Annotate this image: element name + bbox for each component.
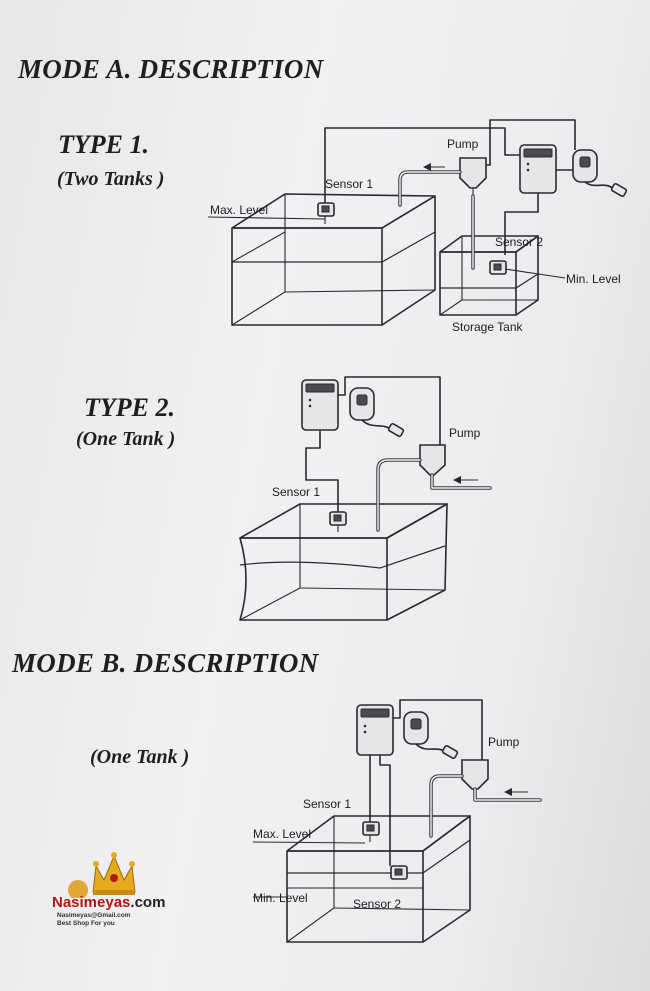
type-1-title: TYPE 1. <box>58 130 149 159</box>
pump <box>419 444 446 476</box>
tank <box>286 815 471 943</box>
sensor-2 <box>489 260 507 275</box>
watermark-logo: Nasimeyas.com Nasimeyas@Gmail.com Best S… <box>38 852 188 932</box>
storage-tank <box>439 235 539 316</box>
type-2-diagram: Pump Sensor 1 <box>239 376 492 621</box>
type-2-subtitle: (One Tank ) <box>76 428 176 450</box>
min-level-label: Min. Level <box>253 891 308 905</box>
type-1-diagram: Pump Sensor 1 Max. Level Sensor 2 Min. L… <box>207 119 628 334</box>
controller-box <box>356 704 394 756</box>
tank <box>239 503 448 621</box>
sensor-2 <box>390 865 408 880</box>
pump <box>459 157 487 196</box>
max-level-label: Max. Level <box>210 203 268 217</box>
type-1-subtitle: (Two Tanks ) <box>57 168 165 190</box>
sensor-1 <box>329 511 347 532</box>
sensor-1-label: Sensor 1 <box>272 485 320 499</box>
sensor-2-label: Sensor 2 <box>353 897 401 911</box>
watermark-tagline: Best Shop For you <box>57 920 115 927</box>
sensor-1 <box>362 821 380 842</box>
mode-b-title: MODE B. DESCRIPTION <box>12 648 319 678</box>
main-tank <box>231 193 436 326</box>
min-level-label: Min. Level <box>566 272 621 286</box>
watermark-email: Nasimeyas@Gmail.com <box>57 912 131 919</box>
pump-label: Pump <box>488 735 520 749</box>
power-socket <box>403 711 459 760</box>
pump-label: Pump <box>449 426 481 440</box>
mode-b-subtitle: (One Tank ) <box>90 746 190 768</box>
sensor-1 <box>317 202 335 224</box>
controller-box <box>519 144 557 194</box>
crown-icon <box>68 852 136 898</box>
watermark-name: Nasimeyas.com <box>52 894 166 911</box>
type-2-title: TYPE 2. <box>84 393 175 422</box>
sensor-1-label: Sensor 1 <box>303 797 351 811</box>
sensor-2-label: Sensor 2 <box>495 235 543 249</box>
sensor-1-label: Sensor 1 <box>325 177 373 191</box>
pump-label: Pump <box>447 137 479 151</box>
pump <box>461 759 489 790</box>
max-level-label: Max. Level <box>253 827 311 841</box>
power-socket <box>572 149 628 198</box>
power-socket <box>349 387 405 438</box>
storage-tank-label: Storage Tank <box>452 320 523 334</box>
mode-a-title: MODE A. DESCRIPTION <box>18 54 324 84</box>
